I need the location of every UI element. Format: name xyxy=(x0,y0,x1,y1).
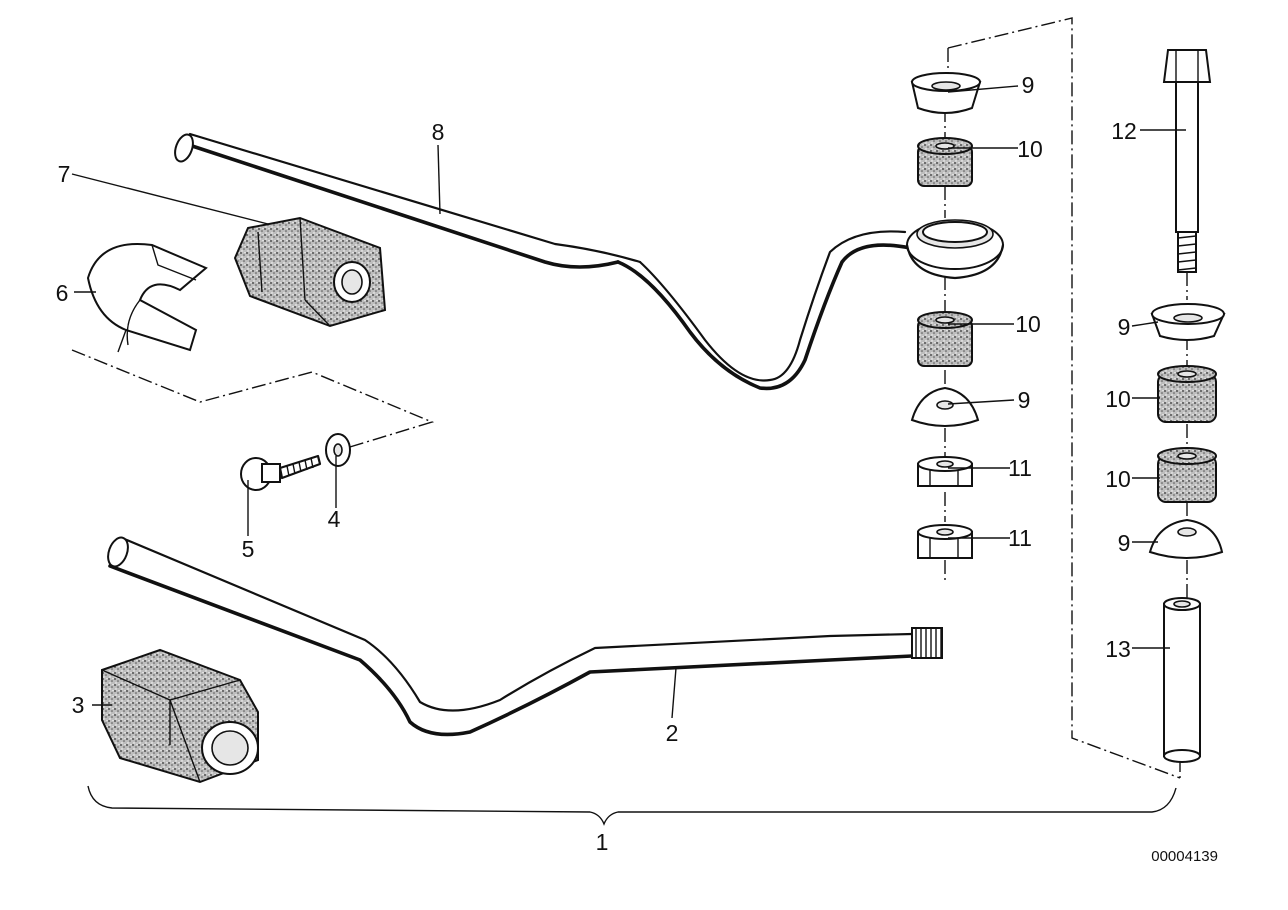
callout-3: 3 xyxy=(72,692,85,718)
document-number: 00004139 xyxy=(1151,848,1218,865)
clamp-bracket xyxy=(86,243,208,353)
callout-5: 5 xyxy=(242,536,255,562)
assembly-lines xyxy=(71,17,1188,780)
callout-11-upper: 11 xyxy=(1008,455,1032,481)
callout-9-middle: 9 xyxy=(1018,387,1031,413)
washer xyxy=(325,433,351,467)
callout-7: 7 xyxy=(58,161,71,187)
callout-10-middle: 10 xyxy=(1015,311,1041,337)
callout-9-right-lower: 9 xyxy=(1118,530,1131,556)
rubber-mount-upper xyxy=(233,216,387,328)
stabilizer-bar-upper xyxy=(174,132,1005,391)
bolt-short xyxy=(240,454,322,491)
callout-10-right-upper: 10 xyxy=(1105,386,1131,412)
callout-12: 12 xyxy=(1111,118,1137,144)
callout-6: 6 xyxy=(56,280,69,306)
callout-1: 1 xyxy=(596,829,609,855)
callout-11-lower: 11 xyxy=(1008,525,1032,551)
callout-2: 2 xyxy=(666,720,679,746)
callout-4: 4 xyxy=(328,506,341,532)
callout-labels: 8 7 6 4 5 3 2 1 9 10 10 9 11 11 12 9 10 … xyxy=(56,72,1218,865)
stabilizer-bar-lower xyxy=(107,536,943,737)
middle-stack xyxy=(910,72,982,559)
callout-9-top: 9 xyxy=(1022,72,1035,98)
callout-10-right-lower: 10 xyxy=(1105,466,1131,492)
callout-10-top: 10 xyxy=(1017,136,1043,162)
callout-13: 13 xyxy=(1105,636,1131,662)
callout-9-right-upper: 9 xyxy=(1118,314,1131,340)
leader-lines xyxy=(71,85,1186,826)
right-stack xyxy=(1148,49,1226,763)
callout-8: 8 xyxy=(432,119,445,145)
rubber-mount-lower xyxy=(101,648,259,784)
